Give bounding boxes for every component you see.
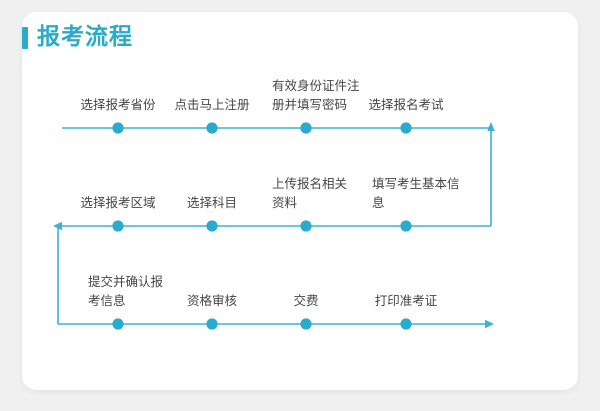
flow-label-row1-4: 选择报名考试 (368, 97, 444, 112)
flow-label-row3-4: 打印准考证 (374, 293, 438, 308)
flow-label-row3-1: 提交并确认报 考信息 (88, 274, 164, 308)
page-title-text: 报考流程 (37, 24, 133, 50)
flow-label-row3-2: 资格审核 (186, 293, 237, 308)
flow-label-row2-4: 填写考生基本信 息 (372, 176, 460, 210)
flow-label-row1-2: 点击马上注册 (174, 97, 250, 112)
flow-label-row1-3: 有效身份证件注 册并填写密码 (272, 78, 360, 112)
title-accent-bar (22, 26, 28, 49)
flow-label-row1-1: 选择报考省份 (80, 97, 156, 112)
page-title: 报考流程 (22, 26, 133, 49)
flow-label-row2-3: 上传报名相关 资料 (272, 176, 348, 210)
flow-label-row2-2: 选择科目 (186, 195, 237, 210)
flow-label-row2-1: 选择报考区域 (80, 195, 156, 210)
flow-label-row3-3: 交费 (293, 293, 319, 308)
